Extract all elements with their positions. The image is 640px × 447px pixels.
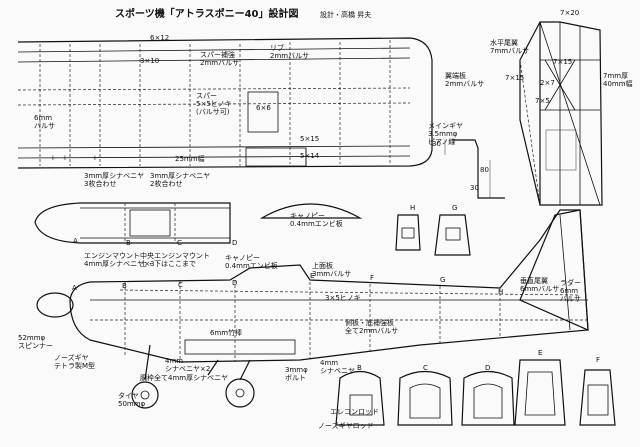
station-c-side: C (178, 281, 183, 289)
label-3x10: 3×10 (140, 57, 159, 65)
station-b-side: B (122, 282, 127, 290)
station-b-top: B (126, 239, 131, 247)
labels: スポーツ機「アトラスポニー40」設計図 設計・高橋 昇夫 6×12 3×10 ス… (18, 7, 633, 430)
svg-text:+: + (50, 154, 56, 162)
station-e-former: E (538, 349, 542, 357)
station-e-side: E (310, 272, 314, 280)
former-b (335, 370, 385, 426)
fuselage-side-view (36, 209, 589, 363)
station-a-side: A (72, 284, 77, 292)
station-c-top: C (177, 239, 182, 247)
dim-80: 80 (480, 166, 489, 174)
label-7x20: 7×20 (560, 9, 579, 17)
label-2x7: 2×7 (540, 79, 555, 87)
label-3x5: 3×5ヒノキ (325, 294, 361, 302)
label-nose-rod: ノーズギヤロッド (318, 421, 374, 430)
wing-plan: + + + (17, 37, 433, 169)
stabilizer-plan (519, 21, 603, 206)
former-h-top (395, 214, 421, 251)
label-nose-gear: ノーズギヤテトラ製M型 (54, 353, 95, 370)
former-d (461, 370, 515, 426)
station-a-top: A (73, 237, 78, 245)
label-7x15a: 7×15 (553, 58, 572, 66)
station-b-former: B (357, 364, 362, 372)
former-e (514, 359, 566, 426)
svg-text:+: + (62, 154, 68, 162)
designer: 設計・高橋 昇夫 (320, 10, 371, 19)
label-side-plate: 側板・底補強板全て2mmバルサ (345, 318, 398, 335)
canopy-top-view (259, 203, 363, 219)
station-h-side: H (498, 288, 503, 296)
label-6x6: 6×6 (256, 104, 271, 112)
station-g-former: G (452, 204, 457, 212)
former-f (579, 369, 616, 426)
main-gear-wheel (207, 359, 255, 408)
svg-text:+: + (92, 154, 98, 162)
label-5x14: 5×14 (300, 152, 320, 160)
nose-top-view (34, 202, 231, 244)
label-fuse-ply: 胴枠全て4mm厚シナベニヤ (140, 373, 228, 382)
dim-30b: 30 (470, 184, 479, 192)
label-7x15b: 7×15 (505, 74, 524, 82)
label-25mm: 25mm幅 (175, 154, 205, 163)
former-g-top (434, 214, 471, 256)
label-5x15: 5×15 (300, 135, 319, 143)
label-rod6: 6mm竹棒 (210, 328, 242, 337)
label-6x12: 6×12 (150, 34, 169, 42)
station-c-former: C (423, 364, 428, 372)
dim-30a: 30 (432, 140, 441, 148)
label-center-mount: 中央エンジンマウント上・下はここまで (140, 251, 210, 268)
station-d-top: D (232, 239, 237, 247)
station-h-former: H (410, 204, 415, 212)
title: スポーツ機「アトラスポニー40」設計図 (115, 7, 299, 20)
station-d-former: D (485, 364, 490, 372)
former-c (397, 370, 453, 426)
main-gear-wire (444, 139, 505, 199)
station-f-side: F (370, 274, 374, 282)
label-7x5: 7×5 (535, 97, 550, 105)
station-d-side: D (232, 279, 237, 287)
nose-gear (131, 344, 159, 409)
station-g-side: G (440, 276, 445, 284)
label-ele-rod: エレコンロッド (330, 408, 379, 416)
station-f-former: F (596, 356, 600, 364)
